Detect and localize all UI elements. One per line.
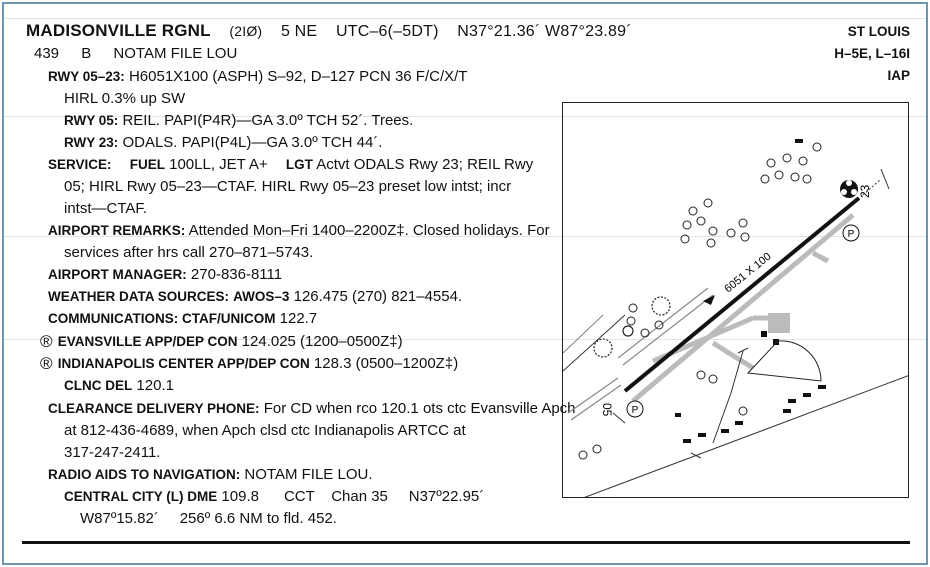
- manager-text: 270-836-8111: [190, 266, 283, 283]
- radar-icon: ®: [40, 354, 53, 373]
- lgt-label: LGT: [285, 157, 313, 172]
- beacon-icon: [840, 180, 858, 198]
- indianapolis-line: ® INDIANAPOLIS CENTER APP/DEP CON 128.3 …: [40, 353, 458, 374]
- radar-icon: ®: [40, 332, 53, 351]
- runway-lights: HIRL 0.3% up SW: [64, 90, 186, 107]
- clearance-line3: 317-247-2411.: [64, 444, 161, 461]
- rwy23-label: RWY 23:: [64, 135, 119, 150]
- elevation-line: 439 B NOTAM FILE LOU: [34, 44, 237, 64]
- weather-text: 126.475 (270) 821–4554.: [293, 288, 463, 305]
- bottom-rule: [22, 541, 910, 544]
- remarks-line1-text: Attended Mon–Fri 1400–2200Z‡. Closed hol…: [188, 222, 550, 239]
- service-label: SERVICE:: [48, 157, 112, 172]
- indianapolis-label: INDIANAPOLIS CENTER APP/DEP CON: [57, 356, 310, 371]
- dme-line1-text: 109.8 CCT Chan 35 N37º22.95´: [221, 488, 485, 505]
- obstructions: [675, 139, 826, 443]
- rwy05-label: RWY 05:: [64, 113, 119, 128]
- ctaf-freq: 122.7: [279, 310, 318, 327]
- evansville-label: EVANSVILLE APP/DEP CON: [57, 334, 238, 349]
- runway-05-23: [623, 196, 861, 393]
- lighting-lines: [690, 347, 749, 459]
- remarks-line2: services after hrs call 270–871–5743.: [64, 244, 314, 261]
- rwy23-text: ODALS. PAPI(P4L)—GA 3.0º TCH 44´.: [122, 134, 383, 151]
- papi-icon: P: [848, 229, 855, 240]
- runway-line: RWY 05–23: H6051X100 (ASPH) S–92, D–127 …: [48, 67, 467, 87]
- dme-line: CENTRAL CITY (L) DME 109.8 CCT Chan 35 N…: [64, 487, 484, 507]
- awos-label: AWOS–3: [233, 289, 290, 304]
- clnc-label: CLNC DEL: [64, 378, 133, 393]
- airport-header: MADISONVILLE RGNL (2IØ) 5 NE UTC–6(–5DT)…: [26, 21, 646, 41]
- airport-ident: (2IØ): [229, 23, 263, 39]
- navaids-line: RADIO AIDS TO NAVIGATION: NOTAM FILE LOU…: [48, 465, 373, 485]
- clnc-freq: 120.1: [136, 377, 174, 394]
- fuel-code: B: [81, 45, 92, 62]
- apron: [768, 313, 790, 333]
- tree-clusters: [593, 296, 671, 358]
- navaids-label: RADIO AIDS TO NAVIGATION:: [48, 467, 241, 482]
- airport-utc: UTC–6(–5DT): [335, 23, 439, 40]
- manager-label: AIRPORT MANAGER:: [48, 267, 187, 282]
- airport-coordinates: N37°21.36´ W87°23.89´: [457, 23, 632, 40]
- remarks-label: AIRPORT REMARKS:: [48, 223, 186, 238]
- airport-distance: 5 NE: [280, 23, 318, 40]
- rwy05-line: RWY 05: REIL. PAPI(P4R)—GA 3.0º TCH 52´.…: [64, 111, 413, 131]
- runway-label: RWY 05–23:: [48, 69, 125, 84]
- navaids-text: NOTAM FILE LOU.: [244, 466, 373, 483]
- chart-iap: IAP: [887, 68, 910, 83]
- runway-end-23: 23: [858, 184, 872, 198]
- chart-region: ST LOUIS: [847, 24, 910, 39]
- runway-text: H6051X100 (ASPH) S–92, D–127 PCN 36 F/C/…: [128, 68, 468, 85]
- building-icon: [773, 339, 779, 345]
- background-rule: [4, 236, 926, 237]
- clearance-line: CLEARANCE DELIVERY PHONE: For CD when rc…: [48, 399, 576, 419]
- terrain-line: [584, 375, 908, 497]
- papi-symbols: P P: [626, 224, 860, 418]
- background-rule: [4, 18, 926, 19]
- airport-diagram: 6051 X 100 05 23 P P: [562, 102, 909, 498]
- clnc-del-line: CLNC DEL 120.1: [64, 376, 174, 396]
- terrain-line: [563, 314, 626, 372]
- service-line1-text: Actvt ODALS Rwy 23; REIL Rwy: [316, 156, 534, 173]
- background-rule: [4, 339, 926, 340]
- elevation: 439: [34, 45, 60, 62]
- ctaf-label: COMMUNICATIONS: CTAF/UNICOM: [48, 311, 276, 326]
- communications-line: COMMUNICATIONS: CTAF/UNICOM 122.7: [48, 309, 317, 329]
- notam-file: NOTAM FILE LOU: [113, 45, 238, 62]
- weather-label: WEATHER DATA SOURCES:: [48, 289, 229, 304]
- fuel-label: FUEL: [129, 157, 165, 172]
- runway-end-05: 05: [600, 403, 614, 417]
- papi-icon: P: [632, 405, 639, 416]
- remarks-line: AIRPORT REMARKS: Attended Mon–Fri 1400–2…: [48, 221, 550, 241]
- airport-name: MADISONVILLE RGNL: [26, 21, 211, 40]
- dme-label: CENTRAL CITY (L) DME: [64, 489, 218, 504]
- service-line: SERVICE: FUEL 100LL, JET A+ LGT Actvt OD…: [48, 155, 533, 175]
- clearance-line1-text: For CD when rco 120.1 ots ctc Evansville…: [263, 400, 576, 417]
- indianapolis-text: 128.3 (0500–1200Z‡): [313, 355, 459, 372]
- service-line3: intst—CTAF.: [64, 200, 148, 217]
- manager-line: AIRPORT MANAGER: 270-836-8111: [48, 265, 282, 285]
- rwy05-text: REIL. PAPI(P4R)—GA 3.0º TCH 52´. Trees.: [122, 112, 414, 129]
- trees: [578, 142, 822, 460]
- weather-line: WEATHER DATA SOURCES: AWOS–3 126.475 (27…: [48, 287, 462, 307]
- airport-diagram-svg: 6051 X 100 05 23 P P: [563, 139, 908, 497]
- evansville-line: ® EVANSVILLE APP/DEP CON 124.025 (1200–0…: [40, 331, 403, 352]
- dme-line2: W87º15.82´ 256º 6.6 NM to fld. 452.: [80, 510, 337, 527]
- service-line2: 05; HIRL Rwy 05–23—CTAF. HIRL Rwy 05–23 …: [64, 178, 512, 195]
- clearance-line2: at 812-436-4689, when Apch clsd ctc Indi…: [64, 422, 466, 439]
- terrain-line: [563, 314, 604, 354]
- clearance-label: CLEARANCE DELIVERY PHONE:: [48, 401, 260, 416]
- rwy23-line: RWY 23: ODALS. PAPI(P4L)—GA 3.0º TCH 44´…: [64, 133, 382, 153]
- building-icon: [761, 331, 767, 337]
- windcone-icon: [703, 295, 715, 305]
- evansville-text: 124.025 (1200–0500Z‡): [241, 333, 403, 350]
- background-rule: [4, 116, 926, 117]
- approach-lights: [612, 168, 890, 424]
- segmented-area: [746, 340, 822, 382]
- fuel-text: 100LL, JET A+: [169, 156, 268, 173]
- chart-refs: H–5E, L–16I: [834, 46, 910, 61]
